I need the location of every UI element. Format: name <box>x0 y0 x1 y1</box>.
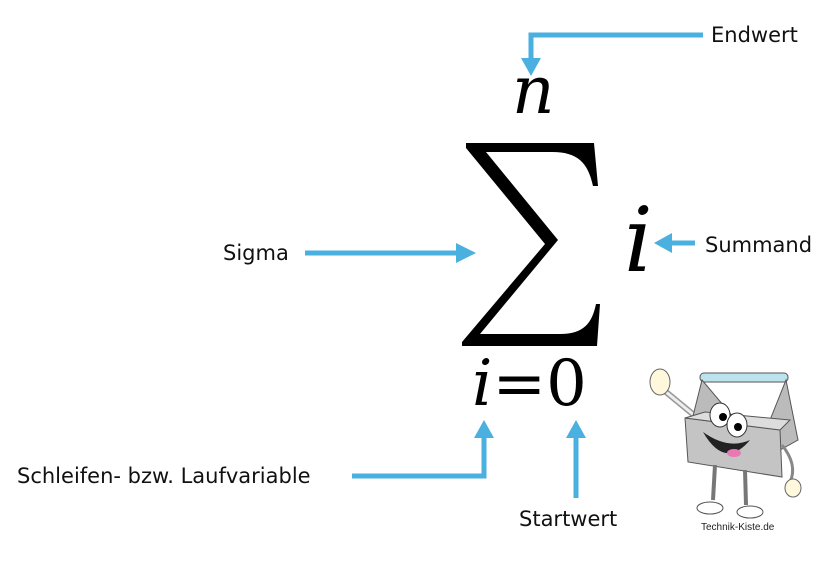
label-laufvariable: Schleifen- bzw. Laufvariable <box>17 464 311 488</box>
lower-limit: i=0 <box>472 352 587 416</box>
lower-limit-equals: = <box>492 347 547 421</box>
label-sigma: Sigma <box>223 241 289 265</box>
lower-limit-variable: i <box>472 347 493 421</box>
upper-limit-n: n <box>512 52 555 129</box>
logo-text: Technik-Kiste.de <box>701 522 775 533</box>
arrow-endwert <box>528 32 703 60</box>
arrowhead-startwert <box>566 420 586 438</box>
summand-i: i <box>624 188 653 293</box>
label-startwert: Startwert <box>519 507 618 531</box>
arrowhead-laufvariable <box>474 420 494 438</box>
label-summand: Summand <box>705 233 813 257</box>
lower-limit-start: 0 <box>546 347 587 421</box>
mascot-logo <box>649 368 802 519</box>
arrowhead-endwert <box>521 58 541 76</box>
sigma-symbol <box>462 143 600 346</box>
label-endwert: Endwert <box>711 23 798 47</box>
arrowhead-sigma <box>456 243 476 263</box>
arrowhead-summand <box>654 233 672 253</box>
arrow-laufvariable <box>352 436 487 479</box>
